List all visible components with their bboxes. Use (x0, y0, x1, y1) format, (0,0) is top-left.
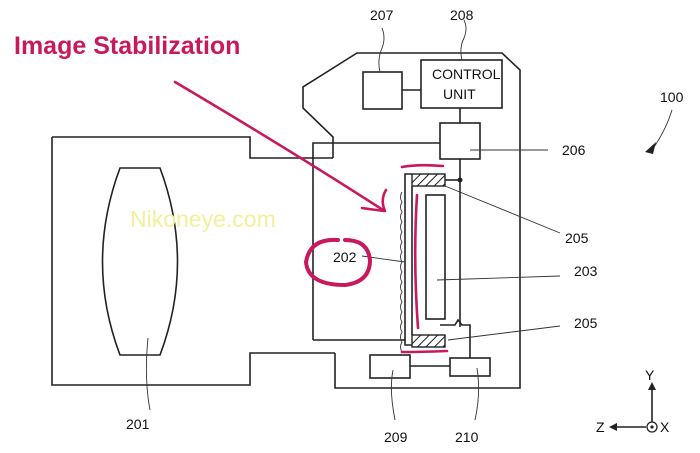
label-208: 208 (450, 7, 474, 23)
label-201: 201 (126, 416, 150, 432)
watermark: Nikoneye.com (130, 206, 276, 232)
image-sensor-203 (425, 194, 446, 320)
axis-x-label: X (660, 419, 670, 435)
axis-y-label: Y (645, 367, 655, 383)
block-210 (449, 357, 491, 377)
shake-actuator-bottom (411, 334, 446, 348)
control-unit-text-2: UNIT (443, 86, 476, 102)
label-205-top: 205 (565, 230, 589, 246)
block-206 (439, 122, 481, 160)
annotation-sensor-line (413, 193, 420, 330)
camera-body (302, 52, 521, 389)
label-206: 206 (562, 142, 586, 158)
page-title: Image Stabilization (14, 32, 240, 60)
annotation-arrow (173, 80, 385, 212)
shake-actuator-top (411, 173, 446, 187)
block-207 (362, 71, 403, 110)
label-100: 100 (660, 89, 684, 105)
label-210: 210 (455, 429, 479, 445)
control-unit-text-1: CONTROL (432, 66, 501, 82)
axis-z-label: Z (596, 419, 605, 435)
dust-filter-202 (400, 191, 403, 353)
lens-barrel (51, 136, 335, 386)
label-202: 202 (333, 249, 357, 265)
block-209 (369, 354, 411, 379)
annotation-circle-202 (304, 237, 372, 287)
sensor-frame (404, 173, 412, 346)
label-203: 203 (574, 263, 598, 279)
lens-element (101, 167, 179, 356)
label-207: 207 (370, 7, 394, 23)
control-unit-block (420, 59, 503, 109)
label-205-bottom: 205 (574, 315, 598, 331)
label-209: 209 (384, 429, 408, 445)
